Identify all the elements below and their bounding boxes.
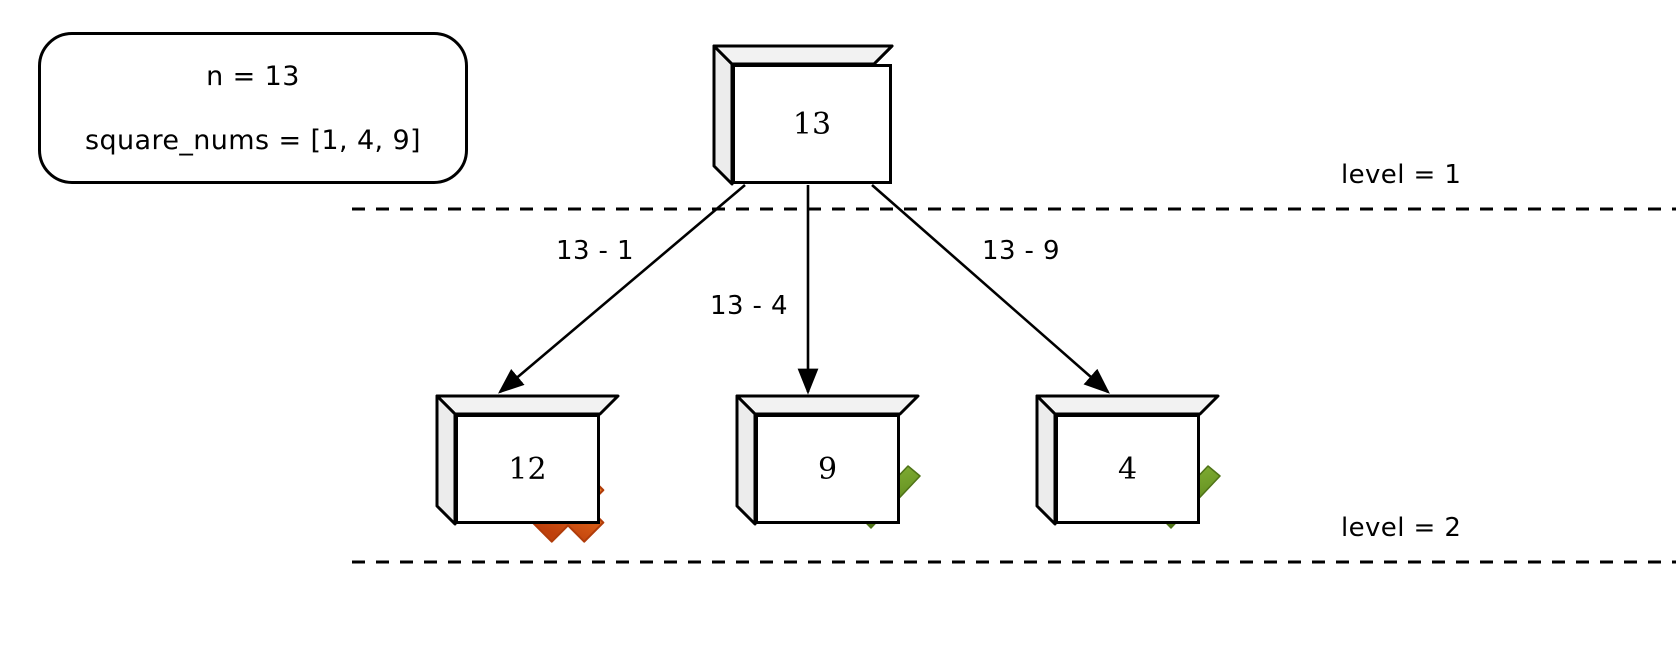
legend-square-nums-value: square_nums = [1, 4, 9] [85,125,421,156]
edge-label-child-2: 13 - 4 [710,291,788,321]
tree-node-root[interactable]: 13 [714,46,892,184]
edge-label-child-3: 13 - 9 [982,236,1060,266]
node-front-face [755,414,900,524]
edge-label-child-1: 13 - 1 [556,236,634,266]
tree-node-child-2[interactable]: 9 [737,396,900,524]
level-2-label: level = 2 [1341,513,1462,543]
node-front-face [455,414,600,524]
node-front-face [1055,414,1200,524]
level-1-label: level = 1 [1341,160,1462,190]
legend-n-value: n = 13 [206,61,300,92]
tree-node-child-3[interactable]: 4 [1037,396,1200,524]
node-child-1-3d-faces [435,394,620,526]
legend-box: n = 13 square_nums = [1, 4, 9] [38,32,468,184]
edge-root-to-child-1 [498,184,746,394]
node-child-3-3d-faces [1035,394,1220,526]
tree-node-child-1[interactable]: 12 [437,396,600,524]
node-child-2-3d-faces [735,394,920,526]
edge-root-to-child-3 [871,184,1110,394]
node-front-face [732,64,892,184]
